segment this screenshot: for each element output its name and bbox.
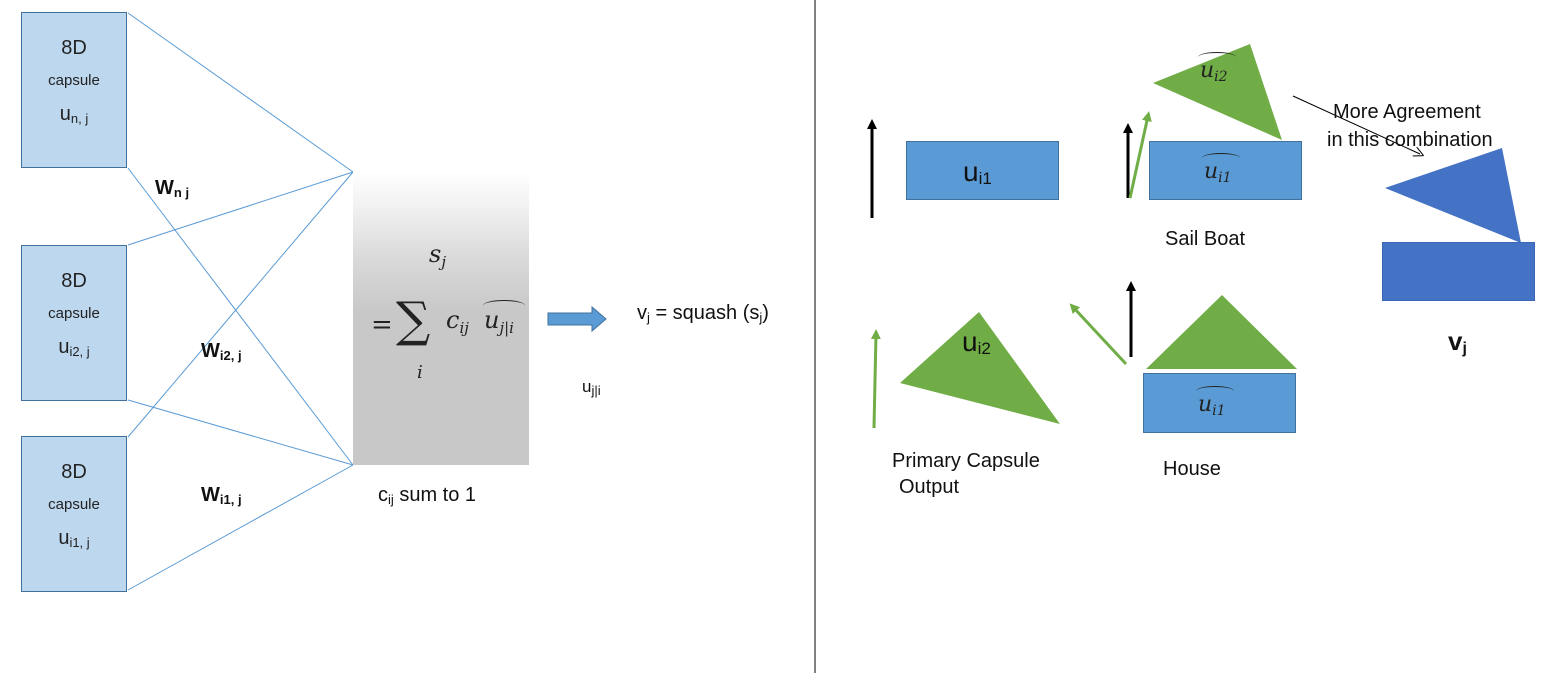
- capsule-symbol: un, j: [59, 103, 89, 126]
- weight-lines: [127, 12, 354, 591]
- capsule-dim: 8D: [61, 461, 87, 483]
- boat-green-arrow: [1128, 111, 1152, 199]
- ui2-label: ui2: [962, 326, 991, 358]
- c-ij-symbol: cij: [446, 306, 469, 337]
- capsule-ui1: 8D capsule ui1, j: [21, 436, 127, 592]
- line-un-bottom: [127, 167, 354, 466]
- agreement-pointer: [1292, 95, 1420, 154]
- sigma-symbol: ∑: [396, 292, 431, 348]
- ui2-triangle: [900, 312, 1060, 424]
- weight-wi1: Wi1, j: [201, 484, 242, 507]
- hat-mark: [483, 300, 525, 311]
- hat-mark: [1198, 52, 1236, 62]
- summation-box: sj = ∑ i cij uj|i: [353, 172, 529, 465]
- capsule-ui2: 8D capsule ui2, j: [21, 245, 127, 401]
- vj-label: vj: [1448, 326, 1467, 357]
- house-triangle: [1145, 295, 1298, 370]
- agreement-line1: More Agreement: [1333, 101, 1481, 123]
- capsule-word: capsule: [48, 72, 100, 89]
- equals-sign: =: [371, 310, 393, 340]
- line-ui2-bottom: [127, 399, 354, 466]
- u-ji-label: uj|i: [582, 377, 601, 398]
- s-j-symbol: sj: [429, 240, 446, 271]
- line-un-top: [127, 12, 354, 173]
- sail-boat-label: Sail Boat: [1165, 228, 1246, 250]
- boat-u-hat-i1: ui1: [1202, 153, 1240, 186]
- capsule-word: capsule: [48, 305, 100, 322]
- capsule-symbol: ui1, j: [58, 527, 90, 550]
- capsule-word: capsule: [48, 496, 100, 513]
- house-u-hat-i1: ui1: [1196, 386, 1234, 419]
- sigma-index: i: [417, 362, 423, 383]
- boat-triangle: [1153, 44, 1282, 140]
- boat-rect: ui1: [1149, 141, 1302, 200]
- capsule-dim: 8D: [61, 270, 87, 292]
- house-label: House: [1163, 458, 1221, 480]
- ui1-rect: ui1: [906, 141, 1059, 200]
- c-ij-caption: cij sum to 1: [378, 484, 477, 507]
- line-ui2-top: [127, 171, 354, 246]
- weight-wn: Wn j: [155, 177, 190, 200]
- block-arrow: [547, 305, 607, 333]
- hat-mark: [1196, 386, 1234, 396]
- house-green-arrow: [1069, 303, 1128, 366]
- line-ui1-bottom: [127, 464, 354, 591]
- vj-rect: [1382, 242, 1535, 301]
- capsule-symbol: ui2, j: [58, 336, 90, 359]
- agreement-line2: in this combination: [1327, 129, 1493, 151]
- ui1-label: ui1: [963, 156, 992, 188]
- hat-mark: [1202, 153, 1240, 163]
- u-hat-ji-symbol: uj|i: [483, 300, 525, 337]
- weight-wi2: Wi2, j: [201, 340, 242, 363]
- house-gap: [1140, 369, 1302, 374]
- line-ui1-top: [127, 171, 354, 438]
- primary-caption-line2: Output: [899, 476, 960, 498]
- house-rect: ui1: [1143, 373, 1296, 433]
- squash-formula: vj = squash (sj): [637, 302, 769, 325]
- capsule-un: 8D capsule un, j: [21, 12, 127, 168]
- capsule-dim: 8D: [61, 37, 87, 59]
- boat-u-hat-i2: ui2: [1198, 52, 1236, 85]
- primary-caption-line1: Primary Capsule: [892, 450, 1040, 472]
- ui2-green-arrow: [870, 329, 881, 429]
- vj-triangle: [1385, 148, 1521, 243]
